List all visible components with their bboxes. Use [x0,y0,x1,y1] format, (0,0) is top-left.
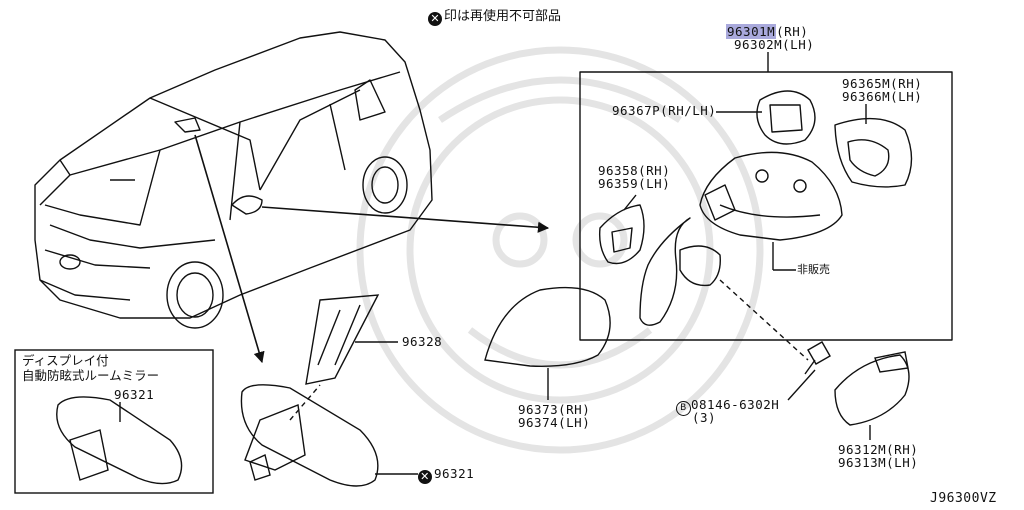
inset-title-line1: ディスプレイ付 [22,353,109,368]
label-96328[interactable]: 96328 [402,334,443,349]
inset-title-line2: 自動防眩式ルームミラー [22,368,160,383]
label-bolt-qty: (3) [692,410,717,425]
label-96359[interactable]: 96359(LH) [598,176,671,191]
label-96358[interactable]: 96358(RH) [598,163,671,178]
label-96366m[interactable]: 96366M(LH) [842,89,923,104]
part-number: 96321 [434,466,475,481]
not-reusable-icon: ✕ [418,470,432,484]
outer-mirror-group [579,52,953,361]
label-96374[interactable]: 96374(LH) [518,415,591,430]
label-96321-inset[interactable]: 96321 [114,387,155,402]
bolt-part-number: 08146-6302H [691,397,780,412]
inset-display-mirror [14,349,214,494]
label-96302m[interactable]: 96302M(LH) [734,37,815,52]
callout-arrows [194,134,550,364]
diagram-code: J96300VZ [930,491,997,506]
turn-lamp [834,351,910,440]
label-not-sold: 非販売 [797,263,830,276]
label-96313m[interactable]: 96313M(LH) [838,455,919,470]
watermark-emblem [356,46,764,454]
label-96312m[interactable]: 96312M(RH) [838,442,919,457]
label-96367p[interactable]: 96367P(RH/LH) [612,103,717,118]
car-illustration [34,31,433,329]
label-96365m[interactable]: 96365M(RH) [842,76,923,91]
mirror-cover [484,286,611,400]
reuse-notice: ✕印は再使用不可部品 [428,10,561,26]
part-number-highlighted: 96301M [726,24,777,39]
inner-mirror-group [240,294,418,487]
part-side: (RH) [776,24,809,39]
label-96373[interactable]: 96373(RH) [518,402,591,417]
not-reusable-icon: ✕ [428,12,442,26]
label-96321-main[interactable]: ✕96321 [418,467,474,484]
label-96301m[interactable]: 96301M(RH) [726,24,809,39]
bolt-08146 [787,341,831,401]
bolt-b-icon: B [676,401,691,416]
notice-text: 印は再使用不可部品 [444,9,562,24]
